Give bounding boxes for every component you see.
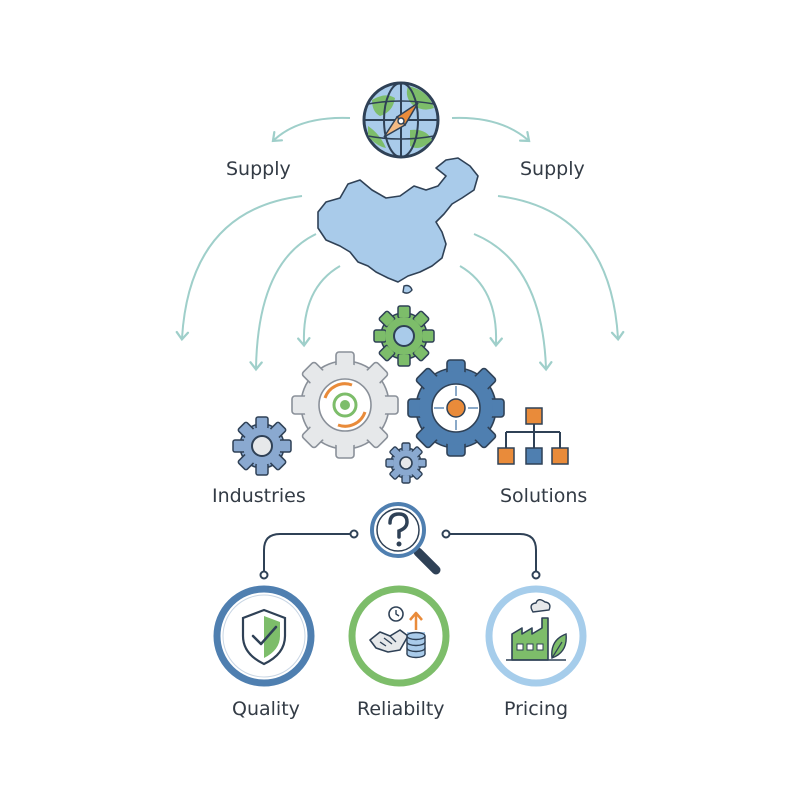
supply-label-right: Supply [520, 158, 585, 180]
china-map-icon [317, 157, 479, 294]
reliability-label: Reliabilty [357, 698, 445, 720]
pricing-icon-circle [485, 585, 587, 687]
supply-arrow-left [271, 116, 351, 143]
search-connectors [259, 529, 541, 580]
gear-tiny-blue [385, 442, 427, 484]
gear-small-green [373, 305, 435, 367]
supply-arrows [175, 195, 625, 372]
shield-check-icon [241, 608, 287, 666]
industries-label: Industries [212, 485, 306, 507]
gear-small-blue-left [232, 416, 292, 476]
supply-arrow-right [451, 116, 531, 143]
pricing-label: Pricing [504, 698, 569, 720]
gears-icon [232, 305, 505, 484]
magnifier-question-icon [370, 502, 441, 575]
supply-label-left: Supply [226, 158, 291, 180]
globe-compass-icon [362, 81, 440, 159]
gear-large-gray [291, 351, 399, 459]
solutions-label: Solutions [500, 485, 588, 507]
gear-large-blue [407, 359, 505, 457]
quality-icon-circle [213, 585, 315, 687]
handshake-coins-icon [369, 606, 426, 659]
reliability-icon-circle [348, 585, 450, 687]
factory-leaf-icon [506, 599, 567, 661]
quality-label: Quality [232, 698, 300, 720]
org-chart-icon [497, 407, 569, 465]
